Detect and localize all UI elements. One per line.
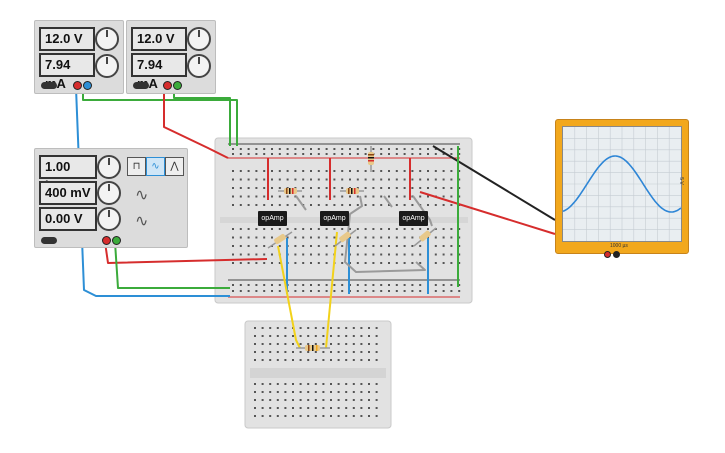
resistor-1 xyxy=(278,188,302,194)
resistor-7 xyxy=(296,345,330,351)
resistor-6 xyxy=(413,227,437,247)
wire-black-scope[interactable] xyxy=(432,145,556,221)
wire-gray-4[interactable] xyxy=(412,195,433,227)
resistor-5 xyxy=(334,229,357,247)
scope-probe-negative[interactable] xyxy=(613,251,620,258)
fg-amplitude-display: 400 mV xyxy=(39,181,97,205)
square-wave-button[interactable]: ⊓ xyxy=(127,157,146,176)
fg-offset-knob[interactable] xyxy=(97,207,121,231)
psu2-voltage-display: 12.0 V xyxy=(131,27,187,51)
psu1-positive-terminal[interactable] xyxy=(73,81,82,90)
fg-offset-display: 0.00 V xyxy=(39,207,97,231)
psu2-current-display: 7.94 mA xyxy=(131,53,187,91)
small-breadboard-holes xyxy=(254,327,378,417)
wire-green-psu1[interactable] xyxy=(82,88,238,146)
resistors[interactable] xyxy=(267,146,437,351)
sine-trace xyxy=(563,155,681,213)
fg-negative-terminal[interactable] xyxy=(112,236,121,245)
wire-gray-2[interactable] xyxy=(344,195,426,273)
function-generator[interactable]: 1.00 kHz 400 mV 0.00 V ⊓ ∿ ⋀ ∿ ∿ xyxy=(34,148,188,248)
wire-yellow-1[interactable] xyxy=(277,245,301,349)
opamp-2[interactable]: opAmp xyxy=(320,211,349,226)
fg-power-switch[interactable] xyxy=(41,237,57,244)
psu1-voltage-display: 12.0 V xyxy=(39,27,95,51)
power-supply-1[interactable]: 12.0 V 7.94 mA xyxy=(34,20,124,94)
breadboard-holes xyxy=(232,148,461,292)
fg-positive-terminal[interactable] xyxy=(102,236,111,245)
psu2-power-switch[interactable] xyxy=(133,82,149,89)
wire-gray-1[interactable] xyxy=(295,195,307,211)
psu1-current-display: 7.94 mA xyxy=(39,53,95,91)
fg-amplitude-knob[interactable] xyxy=(97,181,121,205)
oscilloscope[interactable]: 1000 µs 5 V xyxy=(555,119,689,254)
resistor-3 xyxy=(368,146,374,172)
resistor-4 xyxy=(267,231,293,249)
wire-red-scope[interactable] xyxy=(419,191,556,235)
wire-red-fg[interactable] xyxy=(104,241,268,264)
wire-green-fg[interactable] xyxy=(114,241,230,289)
psu2-current-knob[interactable] xyxy=(187,54,211,78)
psu1-voltage-knob[interactable] xyxy=(95,27,119,51)
wire-green-psu2[interactable] xyxy=(173,88,231,146)
resistor-2 xyxy=(340,188,364,194)
wire-red-psu2[interactable] xyxy=(163,88,229,159)
opamp-1[interactable]: opAmp xyxy=(258,211,287,226)
wire-gray-3[interactable] xyxy=(383,195,393,208)
psu1-power-switch[interactable] xyxy=(41,82,57,89)
scope-time-per-div: 1000 µs xyxy=(610,243,628,249)
fg-frequency-display: 1.00 kHz xyxy=(39,155,97,193)
amplitude-wave-icon: ∿ xyxy=(135,187,149,204)
psu1-negative-terminal[interactable] xyxy=(83,81,92,90)
opamp-3[interactable]: opAmp xyxy=(399,211,428,226)
small-breadboard[interactable] xyxy=(244,320,392,429)
oscilloscope-trace xyxy=(563,127,681,241)
sine-wave-button[interactable]: ∿ xyxy=(146,157,165,176)
psu2-negative-terminal[interactable] xyxy=(173,81,182,90)
triangle-wave-button[interactable]: ⋀ xyxy=(165,157,184,176)
power-supply-2[interactable]: 12.0 V 7.94 mA xyxy=(126,20,216,94)
psu1-current-knob[interactable] xyxy=(95,54,119,78)
scope-probe-positive[interactable] xyxy=(604,251,611,258)
oscilloscope-screen xyxy=(562,126,682,242)
offset-wave-icon: ∿ xyxy=(135,213,149,230)
psu2-positive-terminal[interactable] xyxy=(163,81,172,90)
scope-volts-per-div: 5 V xyxy=(677,177,684,185)
wire-yellow-2[interactable] xyxy=(325,231,338,349)
psu2-voltage-knob[interactable] xyxy=(187,27,211,51)
fg-frequency-knob[interactable] xyxy=(97,155,121,179)
